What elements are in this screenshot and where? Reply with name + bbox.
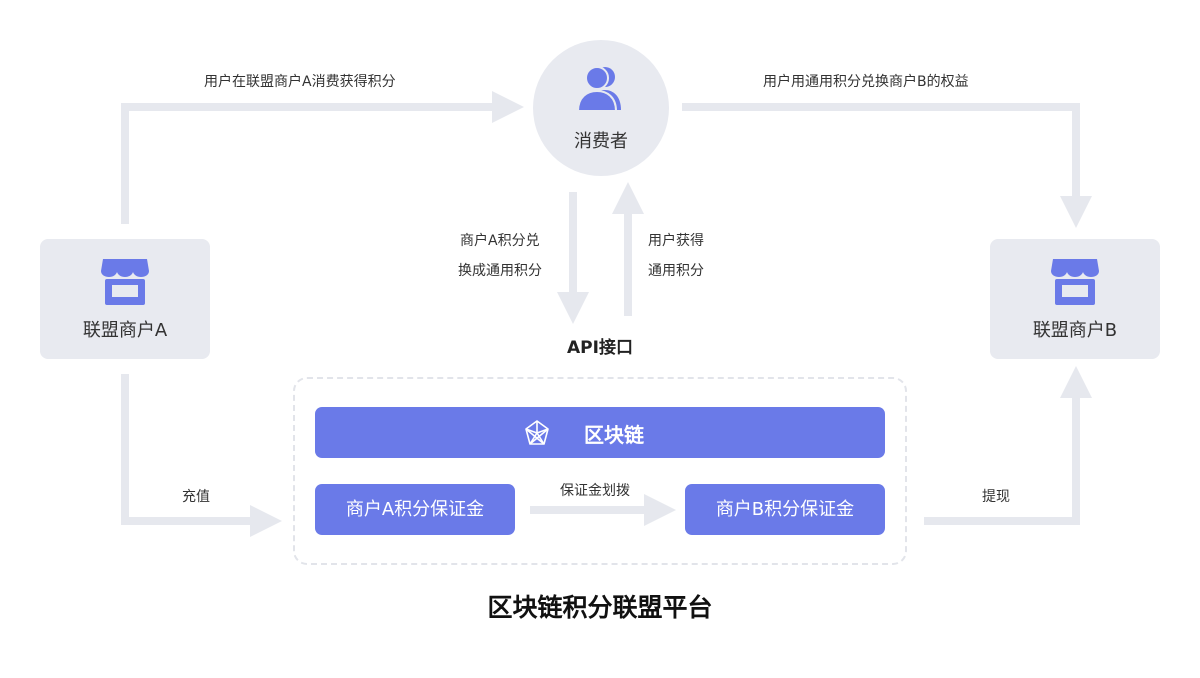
api-label: API接口 (567, 338, 633, 358)
users-icon (576, 66, 621, 112)
network-icon (525, 420, 549, 445)
arrow-withdraw (924, 366, 1092, 525)
merchant-b-label: 联盟商户B (1032, 320, 1118, 341)
store-icon (101, 259, 149, 305)
label-exchange-line2: 换成通用积分 (458, 263, 542, 279)
deposit-b-box: 商户B积分保证金 (685, 484, 885, 535)
deposit-a-box: 商户A积分保证金 (315, 484, 515, 535)
label-obtain-line2: 通用积分 (648, 263, 704, 279)
platform-container (293, 377, 907, 565)
label-withdraw: 提现 (982, 489, 1010, 505)
label-recharge: 充值 (182, 489, 210, 505)
consumer-label: 消费者 (574, 131, 628, 152)
label-transfer: 保证金划拨 (560, 483, 630, 499)
label-a-to-consumer: 用户在联盟商户A消费获得积分 (204, 74, 396, 90)
merchant-a-label: 联盟商户A (82, 320, 168, 341)
store-icon (1051, 259, 1099, 305)
consumer-node: 消费者 (533, 40, 669, 176)
label-consumer-to-b: 用户用通用积分兑换商户B的权益 (763, 74, 969, 90)
merchant-b-node: 联盟商户B (990, 239, 1160, 359)
arrow-consumer-to-b (682, 103, 1092, 228)
label-exchange-line1: 商户A积分兑 (460, 233, 540, 249)
blockchain-bar: 区块链 (315, 407, 885, 458)
arrow-a-to-consumer (121, 91, 524, 224)
blockchain-label: 区块链 (584, 423, 644, 447)
label-obtain-line1: 用户获得 (648, 233, 704, 249)
arrow-recharge (121, 374, 282, 537)
platform-title: 区块链积分联盟平台 (487, 593, 713, 622)
merchant-a-node: 联盟商户A (40, 239, 210, 359)
